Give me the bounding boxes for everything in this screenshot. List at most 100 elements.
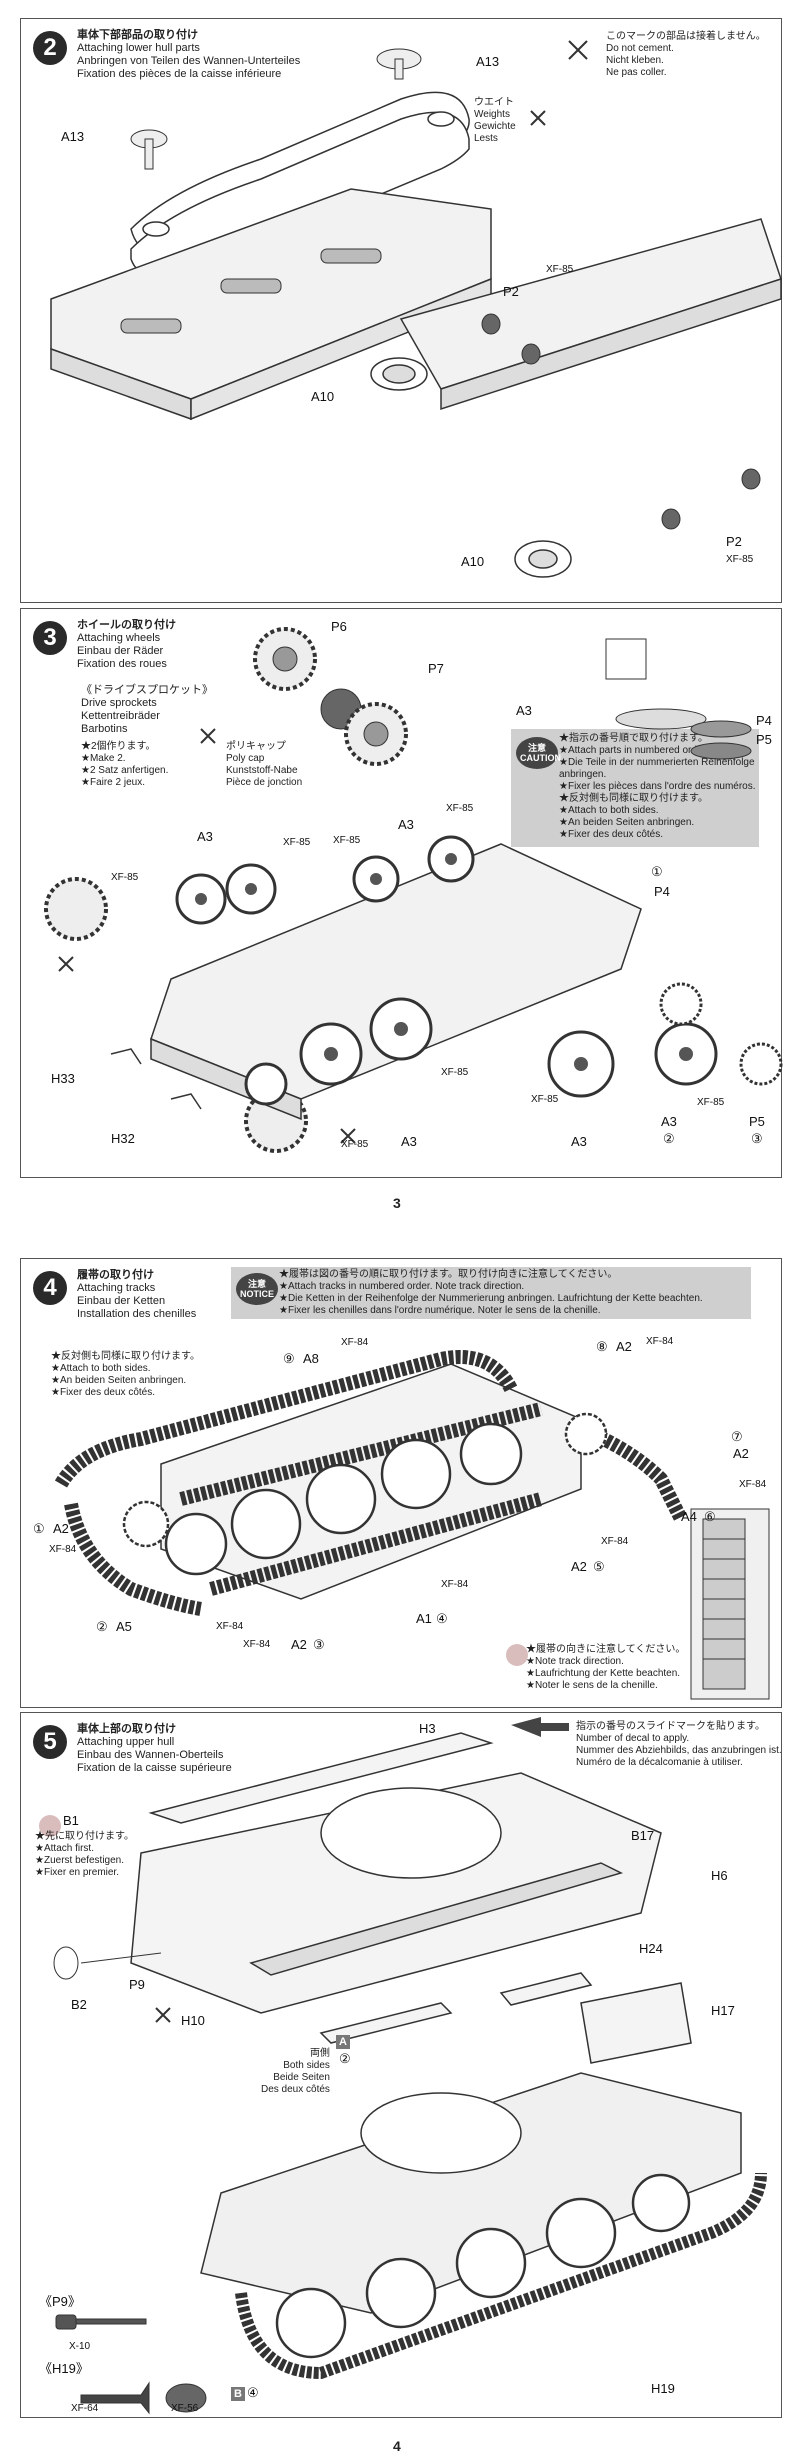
- paint-label-xf84: XF-84: [739, 1479, 767, 1490]
- paint-label-xf85: XF-85: [726, 554, 754, 565]
- order-number: ④: [436, 1611, 448, 1626]
- road-wheel-icon: [122, 1412, 608, 1576]
- note-line: ★反対側も同様に取り付けます。: [51, 1351, 200, 1362]
- title-en: Attaching upper hull: [77, 1736, 175, 1748]
- note-line: ★反対側も同様に取り付けます。: [559, 793, 708, 804]
- decal-letter: B: [231, 2387, 245, 2401]
- note-line: Kunststoff-Nabe: [226, 765, 298, 776]
- note-line: ★Attach parts in numbered order.: [559, 745, 709, 756]
- part-label-b1: B1: [63, 1813, 79, 1828]
- paint-label-xf85: XF-85: [441, 1067, 469, 1078]
- part-label-p6: P6: [331, 619, 347, 634]
- step-5-panel: 5 車体上部の取り付け Attaching upper hull Einbau …: [20, 1712, 782, 2418]
- step-3-drawing: [44, 627, 783, 1153]
- part-label-a2: A2: [616, 1339, 632, 1354]
- marker-dot: [39, 1815, 61, 1837]
- attach-first-note: ★先に取り付けます。 ★Attach first. ★Zuerst befest…: [35, 1831, 134, 1879]
- paint-label-xf85: XF-85: [531, 1094, 559, 1105]
- note-line: ★An beiden Seiten anbringen.: [559, 817, 695, 828]
- step-number: 3: [33, 621, 67, 655]
- step-header: ホイールの取り付け Attaching wheels Einbau der Rä…: [77, 619, 176, 671]
- note-line: Both sides: [283, 2060, 330, 2071]
- order-number: ③: [313, 1637, 325, 1652]
- note-line: ★Zuerst befestigen.: [35, 1855, 125, 1866]
- note-line: Lests: [474, 133, 498, 144]
- note-line: 指示の番号のスライドマークを貼ります。: [576, 1721, 765, 1732]
- paint-label-xf84: XF-84: [646, 1336, 674, 1347]
- order-number: ⑥: [704, 1509, 716, 1524]
- note-line: Barbotins: [81, 723, 128, 735]
- part-label-p2: P2: [726, 534, 742, 549]
- note-line: Gewichte: [474, 121, 516, 132]
- note-line: Weights: [474, 109, 510, 120]
- paint-label-xf85: XF-85: [333, 835, 361, 846]
- paint-label-xf84: XF-84: [441, 1579, 469, 1590]
- note-line: Kettentreibräder: [81, 710, 160, 722]
- paint-label-xf84: XF-84: [243, 1639, 271, 1650]
- lower-hull: [50, 188, 782, 421]
- note-line: Des deux côtés: [261, 2084, 330, 2095]
- title-fr: Fixation des pièces de la caisse inférie…: [77, 68, 282, 80]
- part-label-a2: A2: [291, 1637, 307, 1652]
- both-sides-note: ★反対側も同様に取り付けます。 ★Attach to both sides. ★…: [51, 1351, 200, 1399]
- part-label-a13: A13: [476, 54, 500, 69]
- title-jp: 車体上部の取り付け: [77, 1723, 176, 1735]
- note-line: 《ドライブスプロケット》: [81, 684, 213, 696]
- part-label-h32: H32: [111, 1131, 135, 1146]
- make-two-note: ★2個作ります。 ★Make 2. ★2 Satz anfertigen. ★F…: [81, 741, 168, 789]
- part-label-p4: P4: [756, 713, 772, 728]
- part-label-a4: A4: [681, 1509, 697, 1524]
- note-line: Nummer des Abziehbilds, das anzubringen …: [576, 1745, 782, 1756]
- part-label-h19: H19: [651, 2381, 675, 2396]
- part-label-b17: B17: [631, 1828, 655, 1843]
- step-header: 車体上部の取り付け Attaching upper hull Einbau de…: [77, 1723, 232, 1775]
- part-label-a3: A3: [197, 829, 213, 844]
- note-line: ★Die Ketten in der Reihenfolge der Numme…: [279, 1293, 703, 1304]
- part-label-a3: A3: [571, 1134, 587, 1149]
- do-not-cement-note: このマークの部品は接着しません。 Do not cement. Nicht kl…: [606, 31, 766, 79]
- title-de: Einbau der Ketten: [77, 1295, 166, 1307]
- title-jp: 履帯の取り付け: [77, 1269, 154, 1281]
- part-label-a2: A2: [733, 1446, 749, 1461]
- page-number: 4: [393, 2438, 401, 2454]
- note-line: Drive sprockets: [81, 697, 157, 709]
- marker-dot: [506, 1644, 528, 1666]
- note-line: Nicht kleben.: [606, 55, 664, 66]
- paint-label-xf64: XF-64: [71, 2403, 99, 2414]
- note-line: ★Attach to both sides.: [51, 1363, 151, 1374]
- part-label-a2: A2: [571, 1559, 587, 1574]
- note-line: ★Faire 2 jeux.: [81, 777, 145, 788]
- paint-label-x10: X-10: [69, 2341, 91, 2352]
- part-label-b2: B2: [71, 1997, 87, 2012]
- title-jp: 車体下部部品の取り付け: [77, 29, 198, 41]
- order-number: ②: [96, 1619, 108, 1634]
- part-label-h24: H24: [639, 1941, 663, 1956]
- note-line: Poly cap: [226, 753, 265, 764]
- decal-letter: A: [336, 2035, 350, 2049]
- note-line: ★履帯は図の番号の順に取り付けます。取り付け向きに注意してください。: [279, 1269, 618, 1280]
- order-number: ②: [339, 2051, 351, 2066]
- paint-label-xf84: XF-84: [216, 1621, 244, 1632]
- step-header: 履帯の取り付け Attaching tracks Einbau der Kett…: [77, 1269, 196, 1321]
- p9-title: 《P9》: [39, 2294, 81, 2309]
- title-fr: Fixation des roues: [77, 658, 167, 670]
- paint-label-xf56: XF-56: [171, 2403, 199, 2414]
- note-line: ★Fixer des deux côtés.: [51, 1387, 156, 1398]
- decal-marker-a: A: [336, 2033, 352, 2049]
- h19-title: 《H19》: [39, 2361, 89, 2376]
- title-de: Einbau der Räder: [77, 645, 164, 657]
- part-label-a3: A3: [516, 703, 532, 718]
- note-line: ★Make 2.: [81, 753, 126, 764]
- step-number: 2: [33, 31, 67, 65]
- caution-text: ★指示の番号順で取り付けます。 ★Attach parts in numbere…: [559, 733, 756, 841]
- part-label-a13: A13: [61, 129, 85, 144]
- part-label-p2: P2: [503, 284, 519, 299]
- paint-label-xf85: XF-85: [111, 872, 139, 883]
- part-label-a5: A5: [116, 1619, 132, 1634]
- step-4-panel: 4 履帯の取り付け Attaching tracks Einbau der Ke…: [20, 1258, 782, 1708]
- part-label-a2: A2: [53, 1521, 69, 1536]
- page-number: 3: [393, 1195, 401, 1211]
- note-line: anbringen.: [559, 769, 607, 780]
- title-fr: Fixation de la caisse supérieure: [77, 1762, 232, 1774]
